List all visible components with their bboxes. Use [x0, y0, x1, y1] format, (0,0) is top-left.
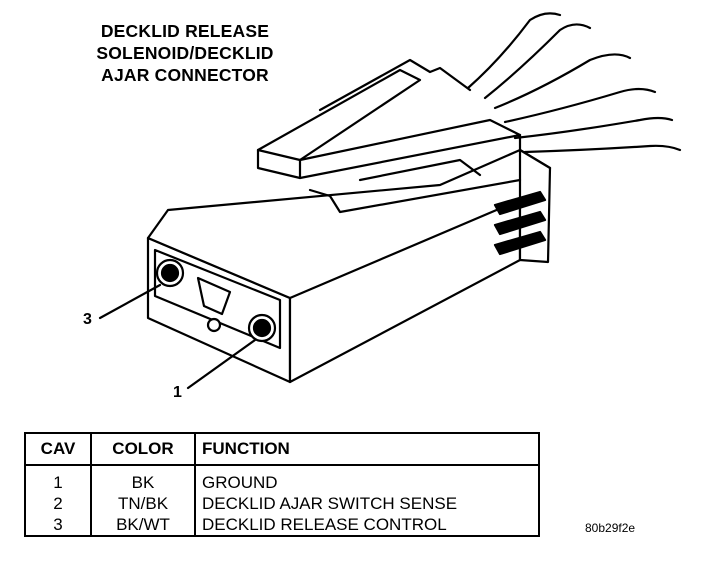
- cavity-1-callout: 1: [173, 384, 182, 401]
- header-cav: CAV: [24, 432, 92, 466]
- cavity-2-terminal: [196, 276, 232, 333]
- leader-line-3: [98, 283, 162, 320]
- cell-cav: 3: [24, 514, 92, 537]
- table-row: 2 TN/BK DECKLID AJAR SWITCH SENSE: [24, 493, 540, 514]
- cell-function: GROUND: [194, 465, 540, 493]
- leader-line-1: [186, 338, 257, 390]
- cell-cav: 2: [24, 493, 92, 514]
- cell-color: BK: [90, 465, 196, 493]
- cell-function: DECKLID RELEASE CONTROL: [194, 514, 540, 537]
- title-line-2: SOLENOID/DECKLID: [96, 43, 274, 63]
- cell-color: BK/WT: [90, 514, 196, 537]
- latch-arm: [256, 68, 422, 162]
- header-color: COLOR: [90, 432, 196, 466]
- table-row: 3 BK/WT DECKLID RELEASE CONTROL: [24, 514, 540, 537]
- cavity-3-terminal: [155, 258, 185, 288]
- cavity-1-terminal: [247, 313, 277, 343]
- header-function: FUNCTION: [194, 432, 540, 466]
- table-row: 1 BK GROUND: [24, 465, 540, 493]
- title-line-1: DECKLID RELEASE: [100, 21, 270, 41]
- cell-function: DECKLID AJAR SWITCH SENSE: [194, 493, 540, 514]
- cell-cav: 1: [24, 465, 92, 493]
- diagram-title: DECKLID RELEASE SOLENOID/DECKLID AJAR CO…: [80, 20, 290, 86]
- pinout-table: CAV COLOR FUNCTION 1 BK GROUND 2 TN/BK D…: [24, 432, 540, 537]
- title-line-3: AJAR CONNECTOR: [101, 65, 269, 85]
- table-header-row: CAV COLOR FUNCTION: [24, 432, 540, 466]
- figure-code: 80b29f2e: [585, 521, 636, 535]
- wire-bundle: [466, 12, 682, 154]
- cell-color: TN/BK: [90, 493, 196, 514]
- cavity-3-callout: 3: [83, 311, 92, 328]
